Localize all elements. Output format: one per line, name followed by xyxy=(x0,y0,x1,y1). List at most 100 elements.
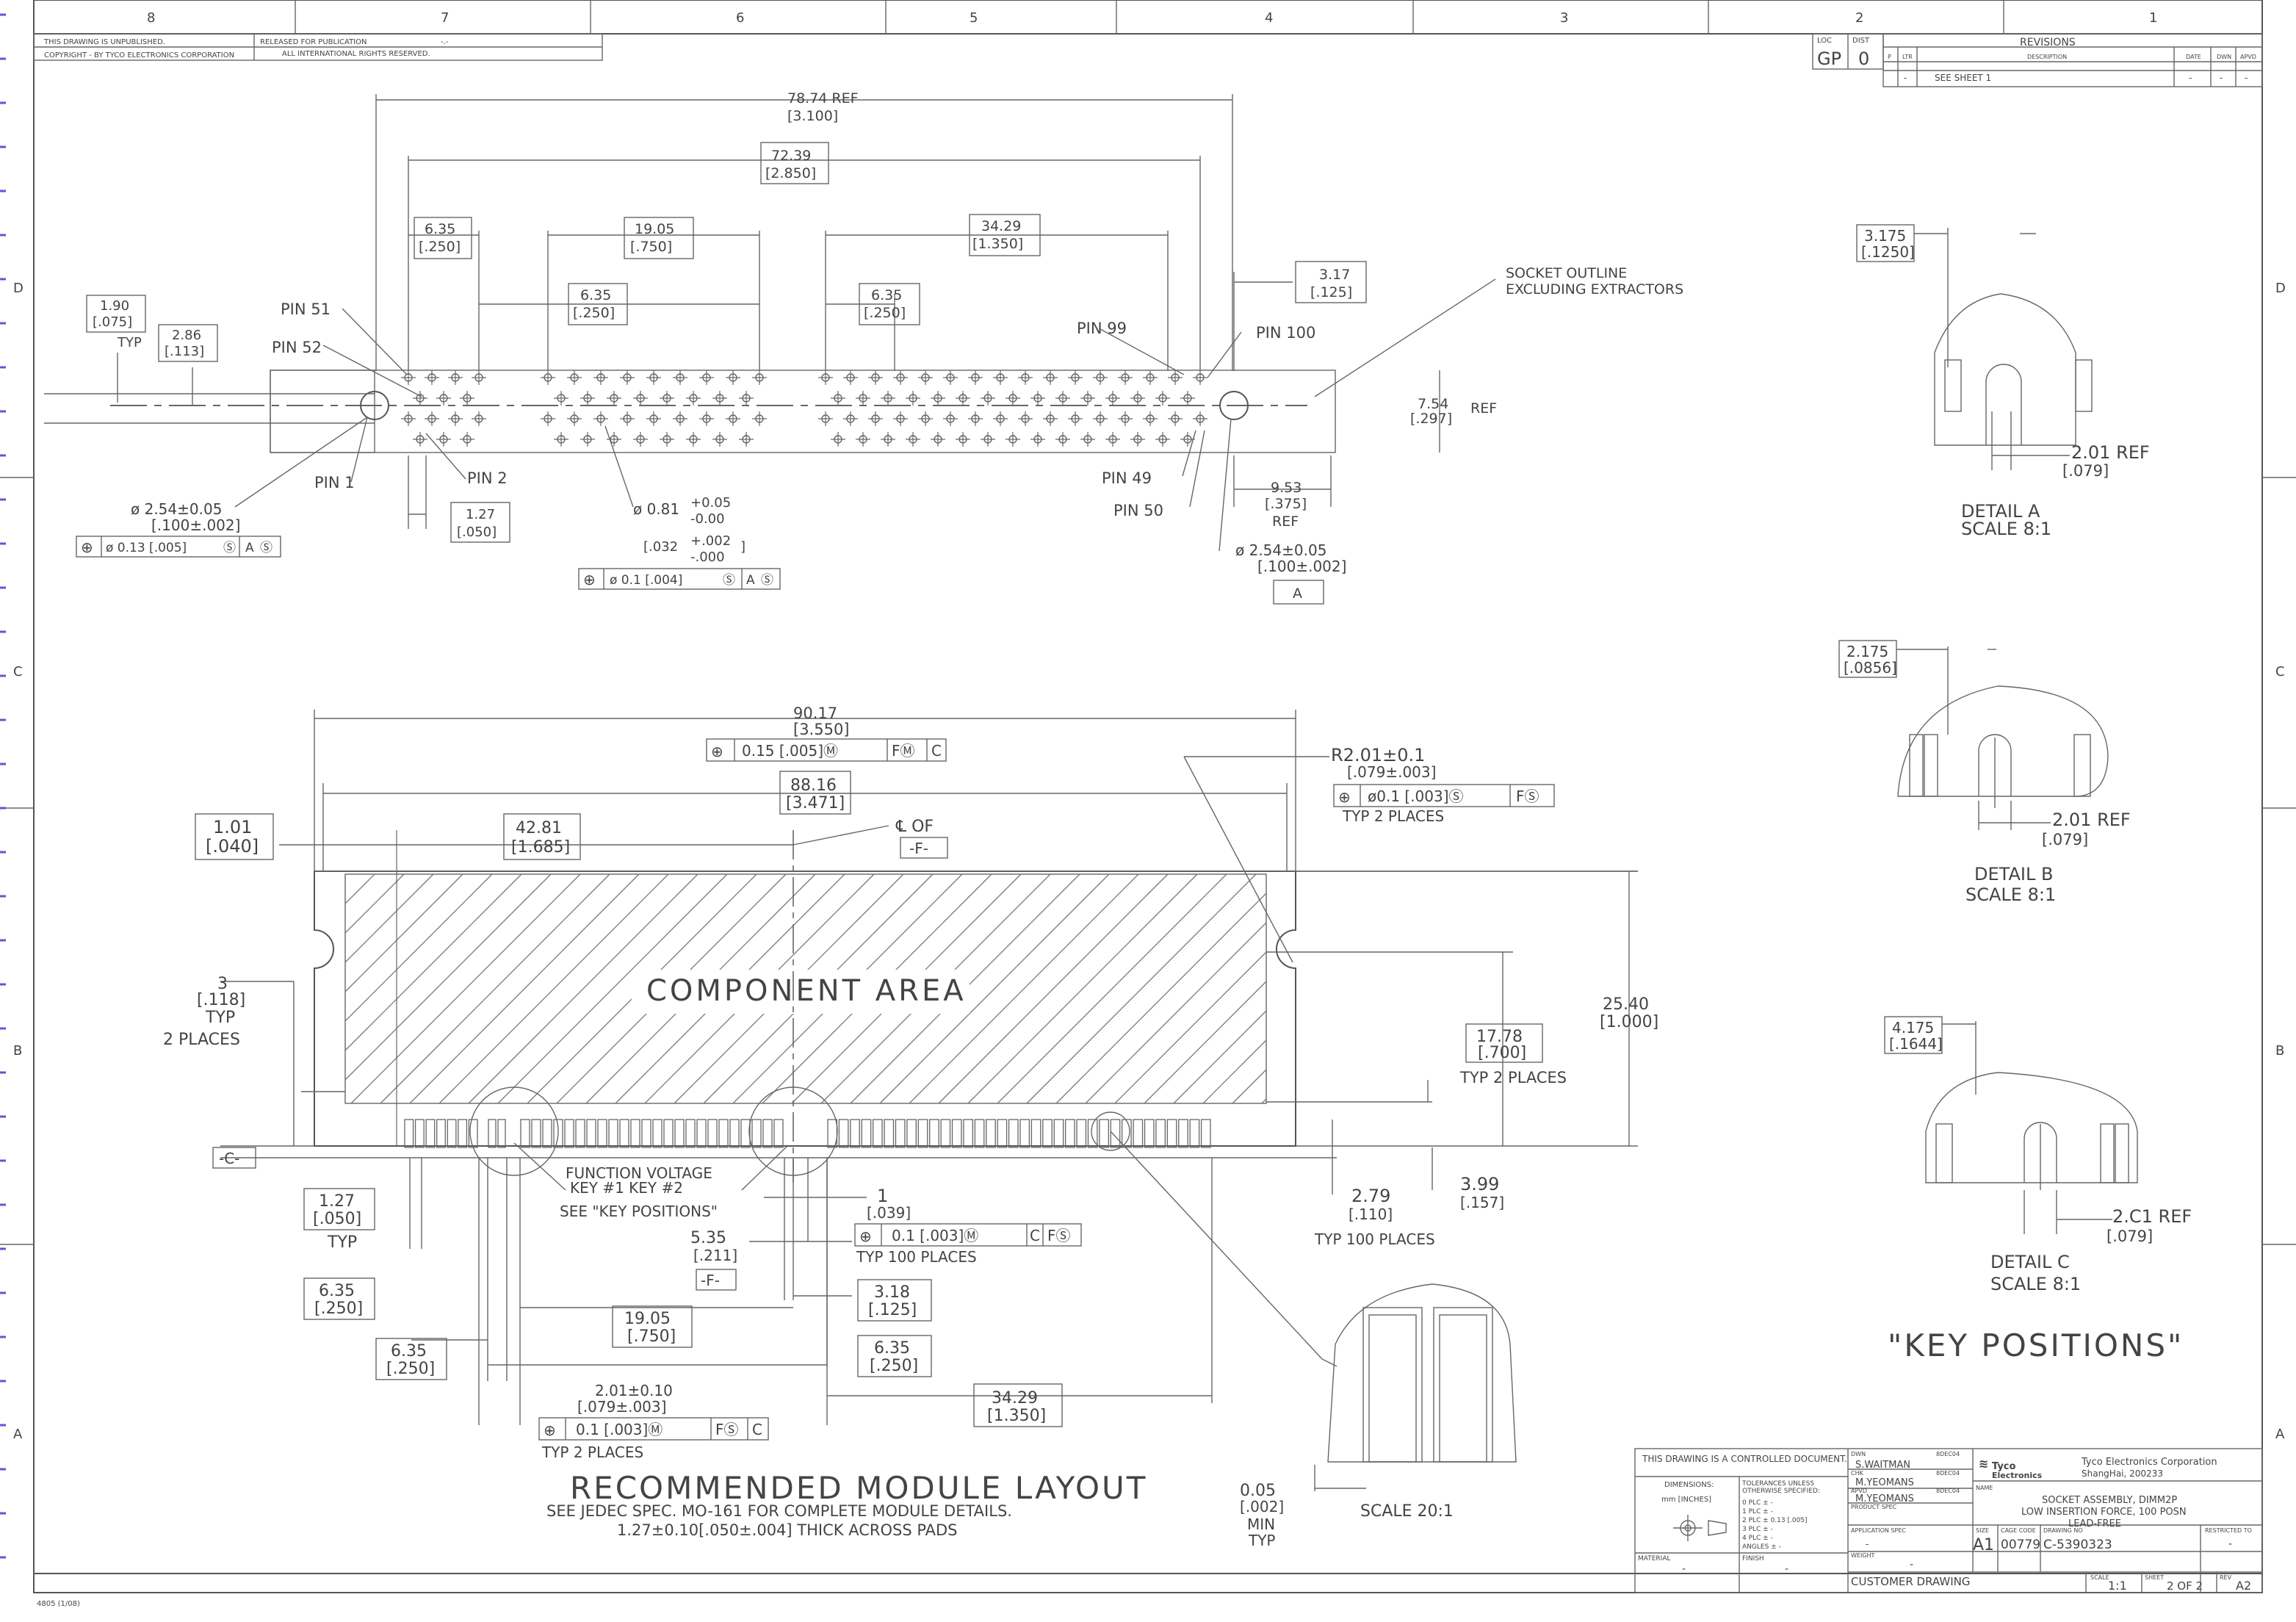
dim-78-74: 78.74 REF xyxy=(787,90,859,107)
pin-hole xyxy=(881,391,895,406)
typ-2-places-radius: TYP 2 PLACES xyxy=(1342,807,1444,825)
edge-pad xyxy=(1099,1119,1109,1148)
cl-of-label: ℄ OF xyxy=(895,818,934,836)
dim-6-35-d-in: [.250] xyxy=(314,1300,363,1318)
dim-1-01-in: [.040] xyxy=(206,836,259,857)
dim-25-40: 25.40 xyxy=(1603,995,1649,1014)
dim-2-86-in: [.113] xyxy=(165,344,204,359)
dist-value: 0 xyxy=(1858,48,1869,69)
dim-42-81: 42.81 xyxy=(516,819,562,837)
pin-hole xyxy=(993,411,1008,426)
edge-pad xyxy=(641,1119,651,1148)
edge-pad xyxy=(974,1119,985,1148)
pin-hole xyxy=(868,370,883,385)
zone-col-5: 5 xyxy=(970,10,978,26)
pin-hole xyxy=(436,391,451,406)
detail-c: 4.175 [.1644] 2.C1 REF [.079] DETAIL C S… xyxy=(1884,1016,2192,1294)
tol-1-plc: 1 PLC ± - xyxy=(1742,1508,1773,1515)
typ-label-127: TYP xyxy=(327,1233,357,1252)
edge-pad xyxy=(531,1119,541,1148)
dim-0-05-in: [.002] xyxy=(1240,1498,1284,1515)
detail-b-ref-in: [.079] xyxy=(2042,831,2088,848)
controlled-doc-note: THIS DRAWING IS A CONTROLLED DOCUMENT. xyxy=(1642,1454,1847,1464)
typ-2-places-1778: TYP 2 PLACES xyxy=(1459,1069,1567,1086)
dim-90-17-in: [3.550] xyxy=(793,721,850,738)
pin-hole xyxy=(1093,370,1108,385)
mounting-hole-right xyxy=(1219,391,1249,420)
pin-hole xyxy=(906,391,920,406)
dim-1: 1 xyxy=(877,1186,888,1206)
released-note: RELEASED FOR PUBLICATION xyxy=(260,38,367,46)
zone-row-b-right: B xyxy=(2275,1043,2284,1059)
scale-20-1: SCALE 20:1 xyxy=(1360,1502,1454,1521)
module-note-2: 1.27±0.10[.050±.004] THICK ACROSS PADS xyxy=(617,1521,958,1539)
ref-label-953: REF xyxy=(1272,513,1299,530)
edge-pad xyxy=(436,1119,446,1148)
company-name: Tyco Electronics Corporation xyxy=(2081,1457,2217,1468)
dim-6-35-f-in: [.250] xyxy=(870,1357,918,1375)
detail-b: 2.175 [.0856] 2.01 REF [.079] DETAIL B S… xyxy=(1838,640,2131,905)
restricted-label: RESTRICTED TO xyxy=(2205,1527,2252,1534)
pin-hole xyxy=(460,391,474,406)
pin-hole xyxy=(818,411,833,426)
hole-mid-minus: -0.00 xyxy=(690,511,725,527)
dim-78-74-in: [3.100] xyxy=(787,108,838,124)
dim-0-05-typ: TYP xyxy=(1248,1532,1276,1549)
pin-hole xyxy=(1143,411,1158,426)
detail-a-dim-in: [.1250] xyxy=(1861,243,1915,261)
dim-6-35-a-in: [.250] xyxy=(419,239,461,255)
pin-hole xyxy=(1030,432,1045,447)
detail-pad-circle xyxy=(1091,1111,1130,1151)
detail-c-ref-in: [.079] xyxy=(2107,1228,2153,1245)
hatch-line xyxy=(344,873,375,904)
pin-hole xyxy=(686,391,701,406)
tol-3-plc: 3 PLC ± - xyxy=(1742,1526,1773,1533)
dwg-no-value: C-5390323 xyxy=(2043,1538,2112,1552)
pin-hole xyxy=(633,391,648,406)
pin-hole xyxy=(868,411,883,426)
hole-mid-callout: ø 0.81 +0.05 -0.00 [.032 +.002 -.000 ] ⊕… xyxy=(578,495,781,590)
weight-label: WEIGHT xyxy=(1851,1552,1875,1559)
fcf-key-datum-c: C xyxy=(752,1421,762,1438)
pin-hole xyxy=(686,432,701,447)
pin-hole xyxy=(943,370,958,385)
pin-hole xyxy=(425,370,439,385)
component-area: COMPONENT AREA xyxy=(344,873,1267,1104)
pin-hole xyxy=(726,411,740,426)
detail-a-scale: SCALE 8:1 xyxy=(1961,519,2051,539)
hole-mid-in-plus: +.002 xyxy=(690,533,731,549)
pin-hole xyxy=(567,411,582,426)
dim-1-90-in: [.075] xyxy=(93,314,132,330)
fcf-mid-tolerance: ø 0.1 [.004] xyxy=(610,573,682,588)
edge-pad xyxy=(663,1119,674,1148)
dim-6-35-a: 6.35 xyxy=(425,221,455,237)
fcf-mid-datum: A xyxy=(746,573,755,588)
zone-labels: 8 7 6 5 4 3 2 1 D C B A D C B A xyxy=(13,10,2286,1442)
module-layout-title: RECOMMENDED MODULE LAYOUT xyxy=(570,1470,1147,1506)
pin-hole xyxy=(1155,432,1170,447)
edge-pad xyxy=(586,1119,596,1148)
socket-outline-note-2: EXCLUDING EXTRACTORS xyxy=(1506,281,1683,298)
hatch-line xyxy=(1026,873,1257,1104)
rev-value: A2 xyxy=(2236,1579,2251,1593)
pin-hole xyxy=(931,391,945,406)
fcf-left-position: ⊕ xyxy=(81,538,93,556)
zone-col-3: 3 xyxy=(1560,10,1568,26)
pin-hole xyxy=(856,432,870,447)
pin-hole xyxy=(699,411,714,426)
detail-b-ref: 2.01 REF xyxy=(2052,810,2131,830)
edge-pad xyxy=(497,1119,506,1148)
finish-label: FINISH xyxy=(1742,1555,1764,1562)
hatch-line xyxy=(1232,1069,1267,1104)
pin-hole xyxy=(993,370,1008,385)
pin-hole xyxy=(981,391,995,406)
fcf-top-tolerance: 0.15 [.005]Ⓜ xyxy=(742,742,838,760)
detail-c-ref: 2.C1 REF xyxy=(2112,1206,2192,1227)
edge-pad xyxy=(696,1119,707,1148)
dim-2-79: 2.79 xyxy=(1351,1186,1390,1206)
fcf-mid-position: ⊕ xyxy=(583,571,596,588)
pin-hole xyxy=(931,432,945,447)
hatch-line xyxy=(879,873,1110,1104)
hole-mid-in-close: ] xyxy=(740,539,746,555)
